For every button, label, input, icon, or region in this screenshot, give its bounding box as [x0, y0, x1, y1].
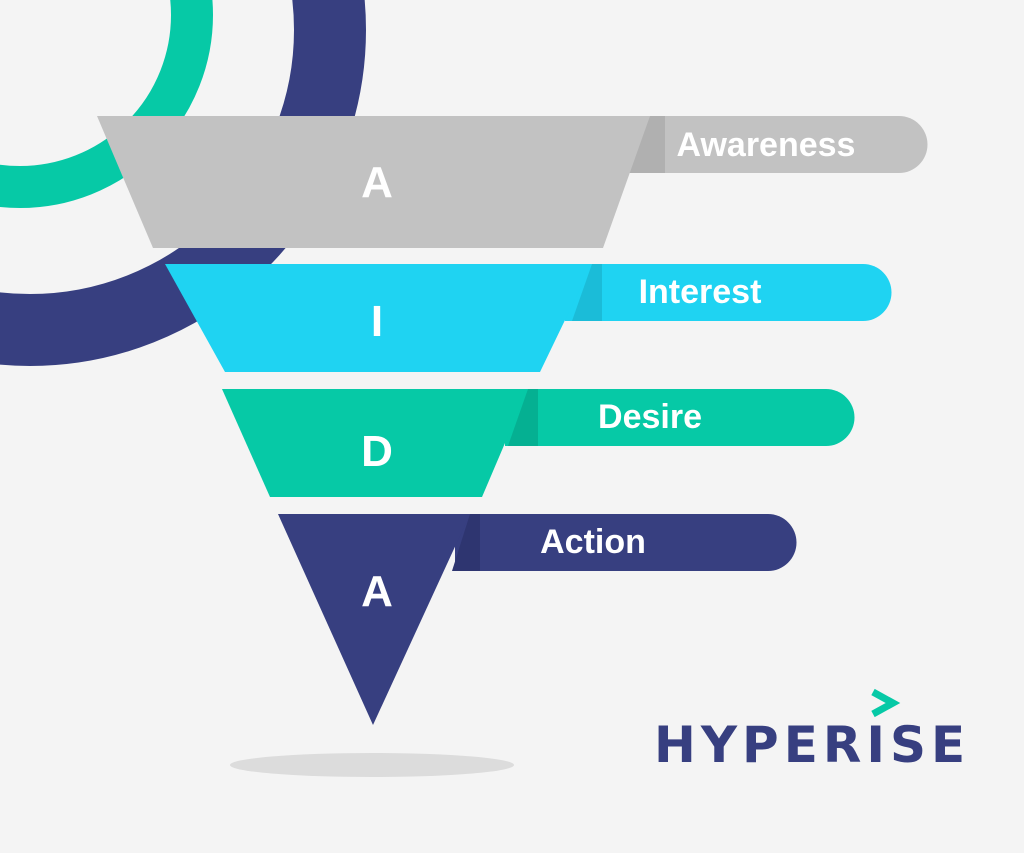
stage-label: Awareness — [677, 126, 856, 164]
decorative-teal-ring — [0, 0, 213, 208]
stage-action: A Action — [278, 514, 797, 725]
logo-arrow-icon — [871, 688, 901, 718]
funnel-layer — [278, 514, 470, 725]
label-bar — [565, 264, 892, 321]
fold-shadow — [452, 514, 480, 571]
decorative-navy-ring — [0, 0, 366, 366]
fold-shadow — [572, 264, 602, 321]
stage-interest: I Interest — [165, 264, 892, 372]
fold-shadow — [625, 116, 665, 173]
fold-shadow — [508, 389, 538, 446]
label-bar — [505, 389, 855, 446]
stage-letter: A — [361, 158, 393, 207]
stage-letter: I — [371, 297, 383, 346]
stage-desire: D Desire — [222, 389, 855, 497]
stage-label: Desire — [598, 398, 702, 436]
funnel-shadow — [230, 753, 514, 777]
funnel-layer — [222, 389, 528, 497]
label-bar — [630, 116, 928, 173]
stage-awareness: A Awareness — [97, 116, 928, 248]
stage-label: Action — [540, 523, 646, 561]
stage-letter: D — [361, 427, 393, 476]
label-bar — [455, 514, 797, 571]
funnel-layer — [165, 264, 592, 372]
stage-letter: A — [361, 567, 393, 616]
hyperise-logo: HYPERISE — [654, 688, 970, 774]
funnel-layer — [97, 116, 650, 248]
logo-text: HYPERISE — [654, 716, 970, 774]
stage-label: Interest — [639, 273, 762, 311]
